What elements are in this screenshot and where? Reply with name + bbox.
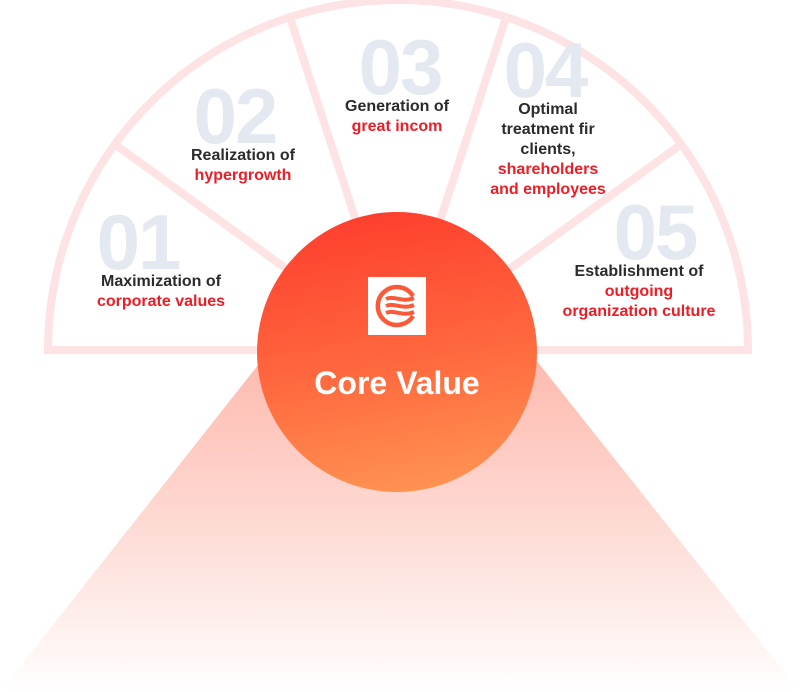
segment-divider — [286, 15, 362, 228]
segment-05-highlight-line1: outgoing — [604, 283, 674, 300]
segment-number-04: 04 — [503, 26, 589, 114]
segment-05-title: Establishment of — [574, 263, 704, 280]
segment-03-text: Generation of great incom — [345, 97, 449, 137]
core-value-label: Core Value — [314, 365, 480, 401]
segment-02-text: Realization of hypergrowth — [191, 146, 295, 186]
segment-05-highlight-line2: organization culture — [562, 303, 716, 320]
segment-01-highlight: corporate values — [96, 293, 226, 310]
segment-02-highlight: hypergrowth — [194, 167, 292, 184]
segment-03-title: Generation of — [344, 98, 450, 115]
segment-03-highlight: great incom — [351, 118, 443, 135]
segment-01-title: Maximization of — [100, 273, 221, 290]
projection-cone — [0, 360, 800, 692]
core-value-circle: Core Value — [257, 212, 537, 492]
segment-04-title-line1: Optimal — [518, 101, 578, 118]
segment-04-title-line2: treatment fir — [501, 121, 595, 138]
segment-04-highlight-line1: shareholders — [497, 161, 599, 178]
segment-number-02: 02 — [193, 72, 279, 160]
segment-divider — [112, 141, 296, 277]
segment-05-text: Establishment of outgoing organization c… — [563, 262, 716, 322]
segment-01-text: Maximization of corporate values — [97, 272, 225, 312]
semicircle-ring — [43, 0, 753, 354]
globe-waves-logo-icon — [368, 277, 426, 335]
segment-04-highlight-line2: and employees — [490, 181, 606, 198]
segment-02-title: Realization of — [190, 147, 296, 164]
segment-04-title-line3: clients, — [520, 141, 576, 158]
segment-divider — [434, 15, 510, 228]
segment-number-05: 05 — [613, 188, 699, 276]
segment-number-03: 03 — [358, 23, 444, 111]
segment-divider — [500, 141, 684, 277]
segment-number-01: 01 — [96, 198, 182, 286]
segment-04-text: Optimal treatment fir clients, sharehold… — [490, 100, 606, 200]
